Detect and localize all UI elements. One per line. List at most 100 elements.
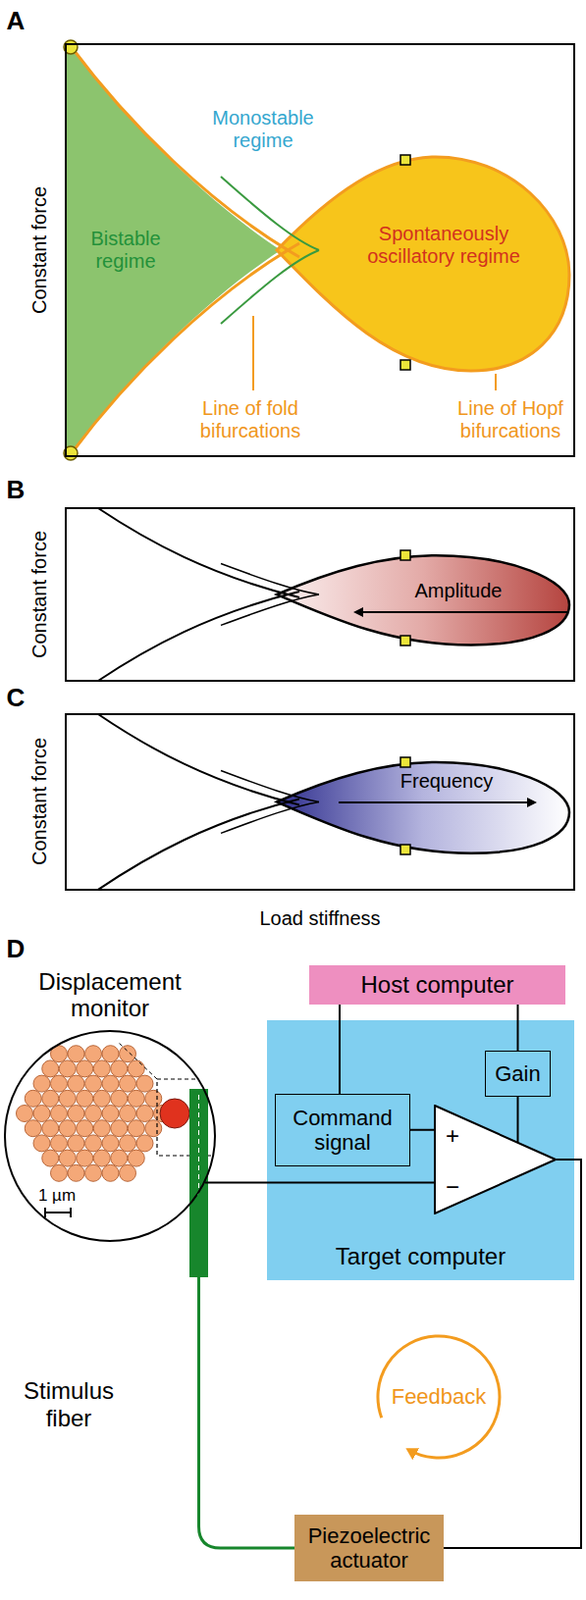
stereocilium: [85, 1046, 103, 1064]
stereocilium: [85, 1075, 103, 1093]
leader-line: [494, 373, 497, 391]
annotation: Constant force: [28, 738, 52, 866]
stereocilium: [102, 1046, 119, 1064]
stereocilium: [93, 1061, 110, 1078]
stereocilium: [51, 1135, 68, 1153]
annotation: Spontaneously oscillatory regime: [348, 222, 540, 268]
stereocilium: [127, 1120, 145, 1138]
stereocilium: [51, 1106, 68, 1123]
stereocilium: [51, 1075, 68, 1093]
frame: [65, 714, 575, 891]
annotation: Load stiffness: [259, 907, 380, 931]
stereocilium: [67, 1135, 85, 1153]
stereocilium: [58, 1150, 76, 1168]
node-text: Command signal: [283, 1106, 402, 1157]
wire-connector: [517, 1005, 520, 1052]
wire-connector: [338, 1005, 341, 1095]
wire-connector: [410, 1129, 434, 1132]
view-ground: [4, 1031, 215, 1242]
panel-letter: C: [6, 684, 26, 714]
annotation: Bistable regime: [76, 227, 175, 273]
annotation: Line of fold bifurcations: [186, 397, 315, 443]
fold-line: [98, 799, 300, 890]
stereocilium: [76, 1090, 94, 1108]
stereocilia: [16, 1046, 171, 1183]
stereocilium: [67, 1075, 85, 1093]
fold-line: [98, 508, 300, 598]
node-text: Displacement monitor: [21, 968, 199, 1023]
stereocilium: [58, 1120, 76, 1138]
stereocilium: [136, 1075, 154, 1093]
marker-square: [400, 757, 411, 768]
trend-arrow: [355, 611, 568, 614]
fold-line: [98, 714, 300, 805]
stereocilium: [42, 1120, 59, 1138]
stereocilium: [42, 1150, 59, 1168]
stereocilium: [76, 1120, 94, 1138]
stereocilium: [136, 1135, 154, 1153]
oscillatory-region: [276, 762, 570, 854]
panel-letter: A: [6, 6, 26, 37]
node-text: Host computer: [360, 971, 514, 1000]
stereocilium: [119, 1165, 137, 1182]
cusp-line: [220, 594, 320, 626]
stereocilium: [102, 1075, 119, 1093]
wire-connector: [443, 1160, 582, 1549]
stereocilium: [51, 1165, 68, 1182]
stereocilium: [119, 1135, 137, 1153]
stereocilium: [93, 1090, 110, 1108]
hair-bundle-view: [4, 1031, 218, 1242]
marker-square: [400, 550, 411, 561]
frame: [65, 508, 575, 682]
stereocilium: [102, 1135, 119, 1153]
phase-diagram-b: [65, 508, 575, 682]
oscillatory-region: [276, 555, 570, 645]
stereocilium: [145, 1090, 162, 1108]
stereocilium: [51, 1046, 68, 1064]
stereocilium: [110, 1150, 128, 1168]
scale-bar: [45, 1212, 71, 1215]
node-text: Target computer: [335, 1243, 506, 1272]
stereocilium: [33, 1135, 51, 1153]
node-text: Piezoelectric actuator: [302, 1524, 436, 1575]
scale-bar: [69, 1208, 72, 1219]
wire-connector: [205, 1182, 434, 1185]
stereocilium: [33, 1075, 51, 1093]
wire-connector: [517, 1097, 520, 1143]
annotation: 1 µm: [38, 1186, 76, 1207]
stereocilium: [93, 1150, 110, 1168]
annotation: Line of Hopf bifurcations: [446, 397, 575, 443]
stereocilium: [136, 1106, 154, 1123]
zoom-box: [157, 1079, 218, 1157]
annotation: Monostable regime: [199, 106, 327, 153]
command-signal-box: Command signal: [274, 1094, 411, 1168]
node-text: −: [445, 1175, 460, 1200]
stereocilium: [85, 1106, 103, 1123]
marker-square: [400, 636, 411, 646]
annotation: Stimulus fiber: [4, 1378, 133, 1433]
stereocilium: [24, 1090, 42, 1108]
cusp-line: [220, 801, 320, 834]
stereocilium: [127, 1090, 145, 1108]
bistable-region: [65, 45, 281, 456]
stereocilium: [110, 1090, 128, 1108]
stereocilium: [24, 1120, 42, 1138]
amplifier-symbol: +−: [433, 1105, 557, 1216]
gain-box: Gain: [484, 1051, 551, 1098]
scale-bar: [44, 1208, 47, 1219]
amplifier-outline: [434, 1106, 556, 1215]
stereocilium: [110, 1120, 128, 1138]
stereocilium: [127, 1150, 145, 1168]
stereocilium: [58, 1061, 76, 1078]
stereocilium: [58, 1090, 76, 1108]
node-text: Gain: [494, 1062, 540, 1087]
frame: [65, 44, 575, 457]
panel-letter: D: [6, 935, 26, 965]
oscillatory-region: [276, 157, 570, 372]
stereocilium: [67, 1165, 85, 1182]
cusp-line: [220, 564, 320, 595]
stereocilium: [102, 1165, 119, 1182]
stereocilium: [110, 1061, 128, 1078]
stereocilium: [67, 1046, 85, 1064]
annotation: Feedback: [391, 1385, 487, 1410]
